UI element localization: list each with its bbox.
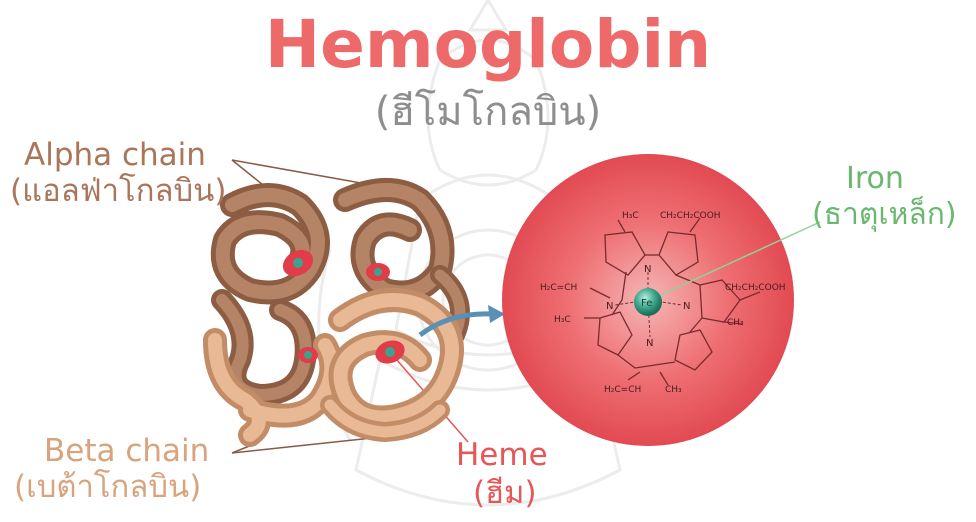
nitrogen-atom-top: N: [644, 264, 651, 275]
iron-label: Iron: [846, 164, 904, 194]
group-top-left: H₃C: [622, 211, 639, 221]
iron-thai-label: (ธาตุเหล็ก): [812, 200, 957, 230]
nitrogen-atom-left: N: [606, 301, 613, 312]
heme-label: Heme: [456, 440, 548, 471]
iron-atom-label: Fe: [641, 298, 652, 309]
group-right-methyl: CH₃: [727, 318, 744, 328]
beta-chain-label: Beta chain: [44, 436, 209, 467]
group-bottom-right: CH₃: [665, 385, 682, 395]
group-top-right: CH₂CH₂COOH: [660, 211, 721, 221]
alpha-chain-thai-label: (แอลฟ่าโกลบิน): [10, 176, 226, 207]
group-right-top: CH₂CH₂COOH: [725, 283, 786, 293]
nitrogen-atom-right: N: [683, 301, 690, 312]
group-bottom-left: H₂C=CH: [604, 385, 641, 395]
group-left-vinyl: H₂C=CH: [540, 283, 577, 293]
heme-thai-label: (ฮีม): [473, 478, 537, 509]
beta-chains: [215, 300, 452, 435]
nitrogen-atom-bottom: N: [646, 338, 653, 349]
group-left-methyl: H₃C: [554, 315, 571, 325]
alpha-chain-label: Alpha chain: [24, 140, 206, 171]
beta-chain-thai-label: (เบต้าโกลบิน): [14, 472, 201, 503]
